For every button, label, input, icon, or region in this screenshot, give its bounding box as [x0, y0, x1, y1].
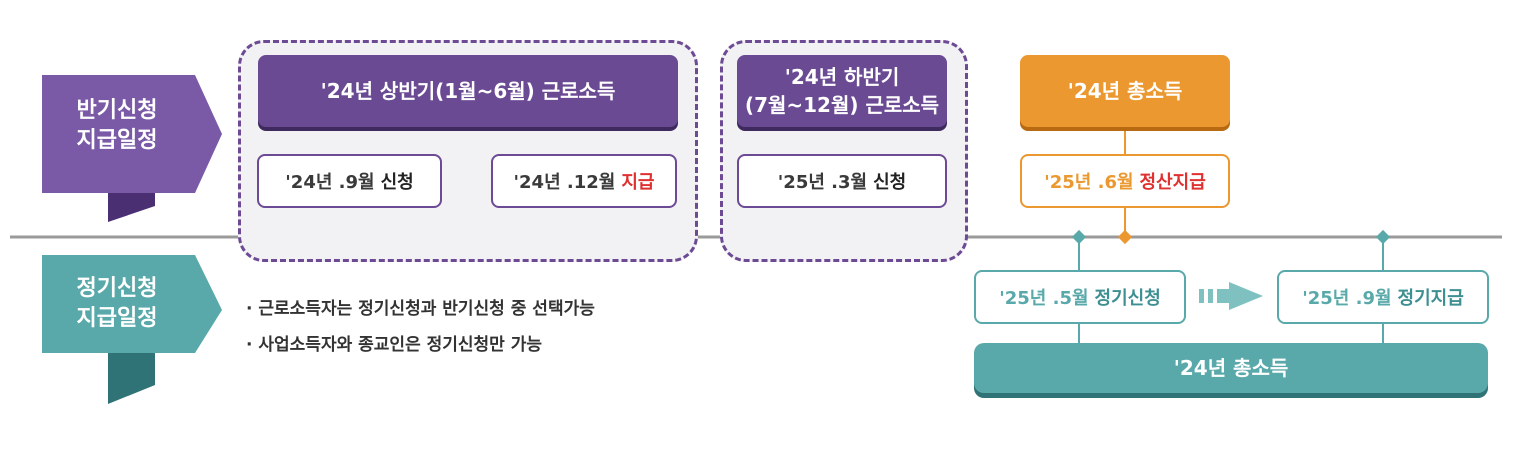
regular-banner-fold	[108, 353, 155, 404]
action-text: 신청	[380, 172, 414, 193]
semiannual-banner-shape	[42, 75, 222, 193]
date-text: '24년 .12월	[513, 172, 616, 193]
first-half-pay-box: '24년 .12월 지급	[491, 154, 677, 208]
total-settle-box: '25년 .6월 정산지급	[1020, 154, 1230, 208]
date-text: '25년 .3월	[777, 172, 868, 193]
note-item: 사업소득자와 종교인은 정기신청만 가능	[246, 328, 595, 364]
regular-apply-box: '25년 .5월 정기신청	[974, 270, 1186, 324]
action-text: 지급	[621, 172, 655, 193]
date-text: '25년 .9월	[1302, 288, 1392, 309]
regular-banner-label: 정기신청 지급일정	[76, 276, 158, 331]
action-text: 정산지급	[1139, 172, 1206, 193]
regular-banner-shape	[42, 255, 222, 353]
second-half-header: '24년 하반기 (7월~12월) 근로소득	[737, 55, 947, 127]
note-item: 근로소득자는 정기신청과 반기신청 중 선택가능	[246, 292, 594, 328]
regular-pay-box: '25년 .9월 정기지급	[1277, 270, 1489, 324]
arrow-icon	[1199, 282, 1263, 310]
date-text: '25년 .6월	[1044, 172, 1134, 193]
notes-list: 근로소득자는 정기신청과 반기신청 중 선택가능 사업소득자와 종교인은 정기신…	[246, 292, 595, 364]
first-half-apply-box: '24년 .9월 신청	[257, 154, 442, 208]
total-income-header: '24년 총소득	[1020, 55, 1230, 127]
semiannual-banner-fold	[108, 193, 155, 222]
action-text: 정기신청	[1094, 288, 1161, 309]
marker-total-settle	[1117, 229, 1133, 245]
semiannual-banner-label: 반기신청 지급일정	[76, 98, 158, 153]
second-half-apply-box: '25년 .3월 신청	[737, 154, 947, 208]
action-text: 정기지급	[1397, 288, 1464, 309]
marker-regular-apply	[1071, 229, 1087, 245]
date-text: '24년 .9월	[285, 172, 375, 193]
date-text: '25년 .5월	[999, 288, 1089, 309]
action-text: 신청	[873, 172, 907, 193]
marker-regular-pay	[1375, 229, 1391, 245]
regular-total-income-bar: '24년 총소득	[974, 343, 1488, 393]
first-half-header: '24년 상반기(1월~6월) 근로소득	[258, 55, 678, 127]
